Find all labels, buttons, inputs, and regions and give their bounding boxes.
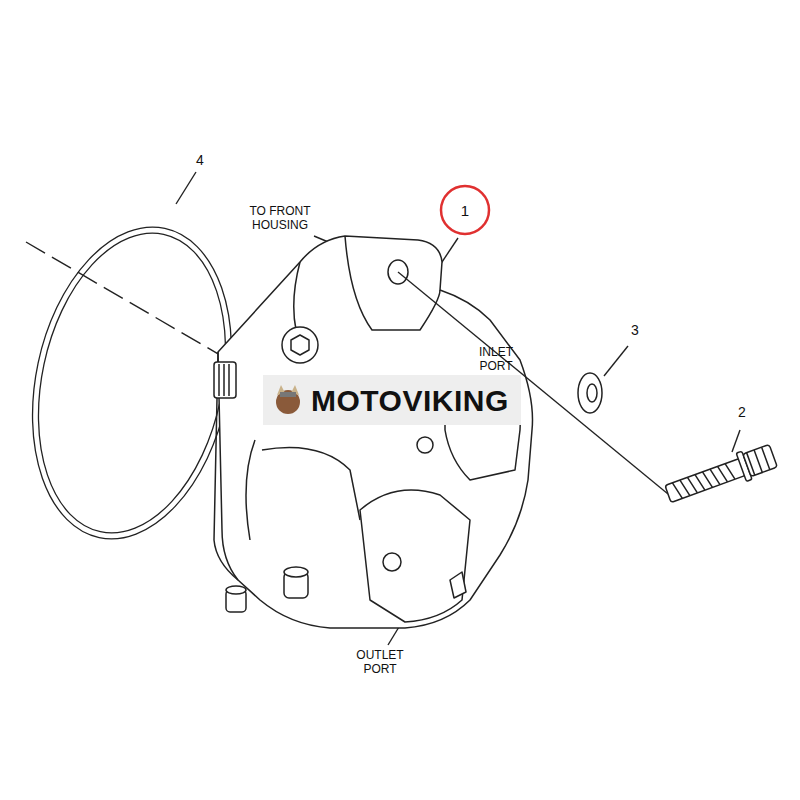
pump-body — [214, 236, 533, 628]
watermark-band: MOTOVIKING — [263, 375, 521, 425]
outlet-block — [360, 490, 470, 622]
socket-screw — [282, 327, 318, 363]
plug — [417, 437, 433, 453]
fitting-top — [226, 586, 246, 594]
shaft-centerline — [26, 242, 232, 362]
spline-shaft — [214, 362, 236, 398]
shaft — [214, 362, 236, 398]
callout-circle: 1 — [439, 184, 491, 236]
watermark-text: MOTOVIKING — [311, 384, 509, 417]
leader-line — [732, 430, 740, 452]
washer-outer — [578, 373, 602, 413]
leader-lines — [176, 172, 740, 645]
gasket-inner — [12, 216, 251, 551]
port-label: INLET PORT — [466, 345, 526, 373]
pump-housing — [218, 236, 533, 628]
bolt-head-points — [747, 447, 770, 475]
part-label: TO FRONT HOUSING — [238, 204, 322, 232]
fitting-top — [284, 567, 308, 577]
port-label: OUTLET PORT — [348, 648, 412, 676]
leader-line — [604, 346, 628, 376]
leader-line — [176, 172, 196, 204]
fitting — [226, 586, 246, 612]
flange-edge — [294, 236, 440, 330]
callout-number: 3 — [623, 322, 647, 338]
logo-emblem — [271, 383, 305, 417]
bolt — [663, 442, 779, 508]
outlet-plug — [383, 553, 401, 571]
fitting — [284, 567, 308, 598]
callout-circle-ring — [441, 186, 489, 234]
bolt-thread — [672, 462, 735, 499]
washer-hole — [587, 384, 597, 402]
callout-number: 1 — [461, 203, 469, 218]
bolt-head — [743, 444, 778, 476]
callout-number: 4 — [188, 152, 212, 168]
front-face — [214, 352, 238, 580]
outlet-tab — [450, 572, 466, 598]
callout-number: 2 — [730, 404, 754, 420]
hex-socket — [291, 335, 309, 355]
emblem-helmet — [280, 392, 296, 397]
body-contour — [246, 440, 360, 540]
bolt-shank — [665, 458, 746, 502]
spline — [219, 364, 229, 396]
washer — [578, 373, 602, 413]
